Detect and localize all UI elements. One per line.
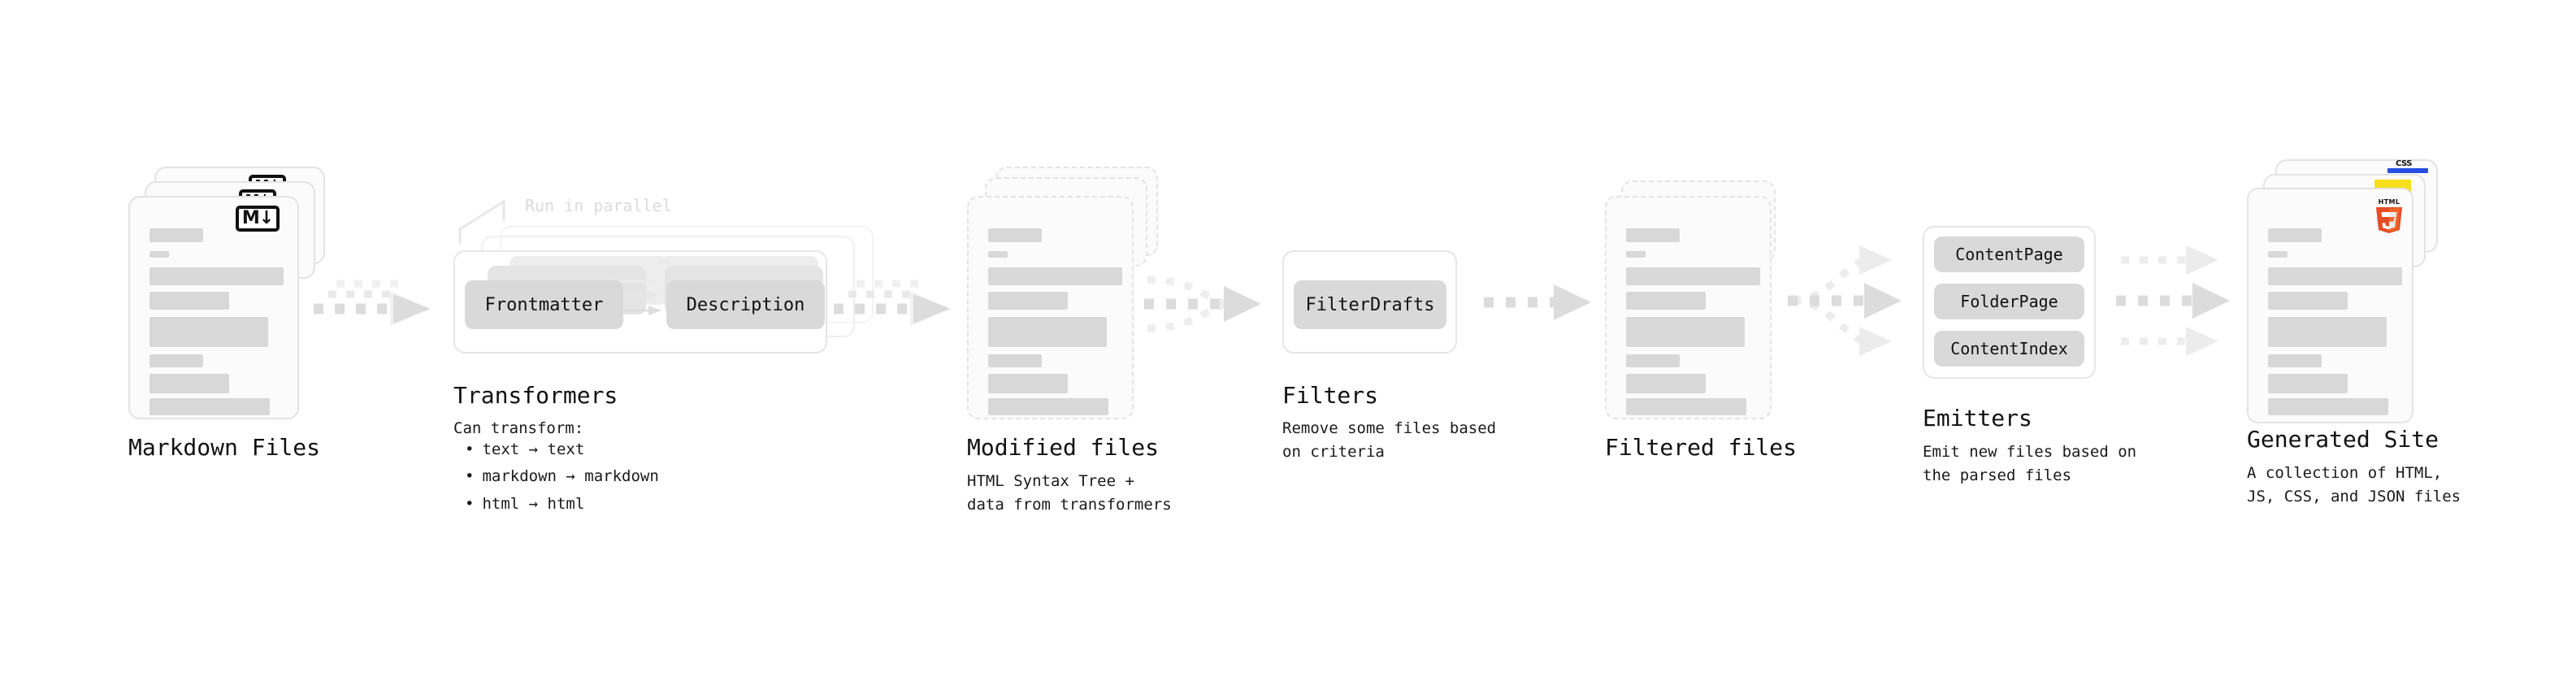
skeleton-bar (2268, 398, 2388, 415)
transformer-chip-frontmatter[interactable]: Frontmatter (465, 280, 623, 329)
skeleton-bar (150, 317, 268, 347)
skeleton-bar (2268, 251, 2288, 258)
arrow-markdown-to-transformers (314, 280, 431, 327)
run-in-parallel-label: Run in parallel (525, 196, 672, 215)
arrow-transformers-to-modified-files (834, 280, 951, 327)
arrow-filtered-files-to-emitters (1788, 245, 1902, 356)
run-in-parallel-bracket (458, 199, 505, 244)
stage-title-modified-files: Modified files (967, 434, 1160, 461)
skeleton-bar (988, 374, 1068, 393)
transformer-chip-label: Description (686, 294, 805, 315)
skeleton-bar (150, 374, 229, 393)
stage-title-filtered-files: Filtered files (1605, 434, 1798, 461)
stage-title-filters: Filters (1282, 382, 1379, 409)
generated-card-front (2247, 188, 2413, 423)
stage-subtitle-modified-files: HTML Syntax Tree + data from transformer… (967, 472, 1172, 514)
arrow-modified-files-to-filters (1144, 275, 1261, 332)
list-item: markdown → markdown (465, 463, 658, 490)
stage-title-emitters: Emitters (1923, 405, 2032, 432)
skeleton-bar (1626, 317, 1745, 347)
skeleton-bar (988, 317, 1107, 347)
skeleton-bar (150, 354, 203, 367)
list-item: text → text (465, 436, 659, 463)
emitter-chip-label: ContentIndex (1950, 339, 2068, 358)
skeleton-bar (150, 267, 284, 285)
stage-subtitle-filters: Remove some files based on criteria (1282, 419, 1497, 462)
skeleton-bar (1626, 398, 1746, 415)
skeleton-bar (150, 228, 203, 242)
skeleton-bar (1626, 374, 1706, 393)
skeleton-bar (988, 228, 1042, 242)
markdown-card-front (128, 196, 299, 419)
skeleton-bar (988, 251, 1008, 258)
skeleton-bar (2268, 374, 2348, 393)
transformer-chip-label: Frontmatter (484, 294, 604, 315)
emitter-chip-contentindex[interactable]: ContentIndex (1934, 331, 2084, 367)
css-badge-bar (2387, 168, 2428, 173)
emitter-chip-contentpage[interactable]: ContentPage (1934, 236, 2084, 272)
skeleton-bar (988, 292, 1068, 310)
skeleton-bar (1626, 251, 1646, 258)
svg-text:HTML: HTML (2379, 198, 2400, 206)
emitter-chip-folderpage[interactable]: FolderPage (1934, 284, 2084, 319)
filter-chip-filterdrafts[interactable]: FilterDrafts (1294, 280, 1446, 329)
css-badge-label: CSS (2396, 159, 2412, 168)
emitter-chip-label: FolderPage (1960, 292, 2058, 311)
modified-card-front (967, 196, 1134, 419)
stage-subtitle-generated-site: A collection of HTML, JS, CSS, and JSON … (2247, 464, 2461, 506)
skeleton-bar (988, 267, 1122, 285)
transformers-bullet-list: text → text markdown → markdown html → h… (465, 436, 659, 518)
stage-title-transformers: Transformers (453, 382, 618, 409)
arrow-filters-to-filtered-files (1484, 284, 1591, 320)
stage-subtitle-emitters: Emit new files based on the parsed files (1923, 443, 2137, 485)
skeleton-bar (2268, 354, 2322, 367)
stage-title-generated-site: Generated Site (2247, 426, 2439, 453)
skeleton-bar (988, 354, 1042, 367)
filtered-card-front (1605, 196, 1772, 419)
filter-chip-label: FilterDrafts (1305, 294, 1435, 315)
skeleton-bar (1626, 292, 1706, 310)
skeleton-bar (2268, 228, 2322, 242)
skeleton-bar (1626, 228, 1680, 242)
skeleton-bar (1626, 354, 1680, 367)
stage-title-markdown-files: Markdown Files (128, 434, 321, 461)
skeleton-bar (150, 251, 169, 258)
skeleton-bar (2268, 267, 2402, 285)
transformer-chip-description[interactable]: Description (666, 280, 825, 329)
html5-logo-icon: HTML (2376, 198, 2402, 233)
skeleton-bar (150, 292, 229, 310)
skeleton-bar (2268, 292, 2348, 310)
skeleton-bar (2268, 317, 2387, 347)
emitter-chip-label: ContentPage (1955, 245, 2063, 264)
markdown-badge-front-icon: M↓ (236, 206, 280, 232)
markdown-badge-arrow-icon: ↓ (258, 208, 274, 228)
skeleton-bar (150, 398, 270, 415)
list-item: html → html (465, 491, 659, 518)
arrow-emitters-to-generated-site (2116, 245, 2230, 356)
skeleton-bar (1626, 267, 1760, 285)
stage-subtitle-transformers: Can transform: (453, 419, 584, 437)
markdown-badge-letter: M (241, 208, 260, 228)
skeleton-bar (988, 398, 1108, 415)
